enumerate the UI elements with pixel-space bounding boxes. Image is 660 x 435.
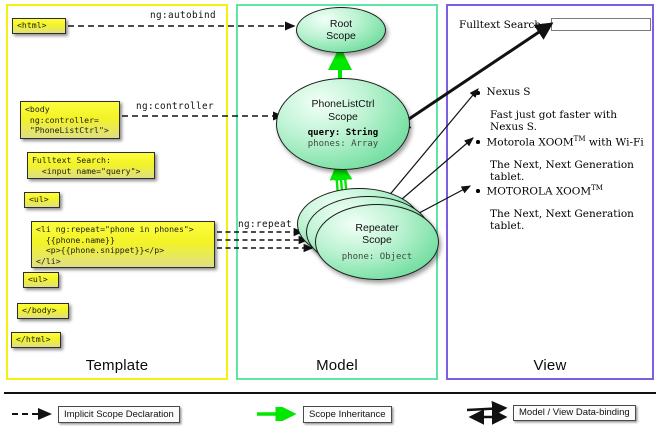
dashed-arrow-icon	[12, 408, 52, 421]
phone-name: Nexus S	[486, 86, 531, 98]
code-box-ul-open: <ul>	[24, 192, 60, 208]
bidirectional-arrow-icon	[466, 401, 508, 425]
scope-phonelistctrl: PhoneListCtrl Scope query: String phones…	[276, 78, 410, 170]
phone-snippet: The Next, Next Generation tablet.	[490, 159, 634, 183]
phone-snippet: Fast just got faster with Nexus S.	[490, 109, 617, 133]
trademark-icon: TM	[591, 184, 603, 192]
code-box-ul-close: <ul>	[23, 272, 59, 288]
list-item: Motorola XOOMTM with Wi-Fi	[476, 135, 644, 149]
scope-repeater: Repeater Scope phone: Object	[315, 204, 439, 280]
legend-item-model-view-data-binding: Model / View Data-binding	[465, 401, 636, 425]
view-search-label: Fulltext Search:	[459, 18, 545, 31]
edge-label-ng-autobind: ng:autobind	[150, 10, 216, 21]
legend: Implicit Scope Declaration Scope Inherit…	[0, 398, 660, 435]
code-box-body-open: <body ng:controller= "PhoneListCtrl">	[20, 101, 120, 139]
code-box-html-close: </html>	[11, 332, 61, 348]
code-box-body-close: </body>	[17, 303, 69, 319]
bullet-icon	[476, 91, 480, 95]
green-arrow-icon	[257, 407, 297, 422]
legend-label: Implicit Scope Declaration	[58, 406, 180, 423]
scope-properties: query: String phones: Array	[307, 128, 379, 149]
phone-snippet: The Next, Next Generation tablet.	[490, 208, 634, 232]
list-item: Nexus S	[476, 86, 531, 98]
legend-label: Model / View Data-binding	[513, 404, 636, 422]
scope-title: Root Scope	[326, 17, 356, 43]
scope-title: Repeater Scope	[355, 221, 399, 247]
scope-root: Root Scope	[296, 7, 386, 53]
bullet-icon	[476, 189, 480, 193]
legend-item-implicit-scope-declaration: Implicit Scope Declaration	[10, 406, 180, 423]
scope-properties: phone: Object	[341, 251, 413, 262]
phone-name: MOTOROLA XOOMTM	[486, 184, 603, 198]
list-item: MOTOROLA XOOMTM	[476, 184, 603, 198]
code-box-li-repeat: <li ng:repeat="phone in phones"> {{phone…	[31, 221, 215, 268]
bullet-icon	[476, 140, 480, 144]
legend-label: Scope Inheritance	[303, 406, 392, 423]
view-content: Fulltext Search: Nexus S Fast just got f…	[448, 6, 652, 378]
column-label-view: View	[533, 357, 567, 374]
legend-item-scope-inheritance: Scope Inheritance	[255, 406, 392, 423]
column-view: Fulltext Search: Nexus S Fast just got f…	[446, 4, 654, 380]
trademark-icon: TM	[573, 135, 586, 143]
code-box-fulltext-search: Fulltext Search: <input name="query">	[27, 152, 155, 179]
phone-name: Motorola XOOMTM with Wi-Fi	[486, 135, 644, 149]
legend-divider	[4, 392, 656, 394]
edge-label-ng-repeat: ng:repeat	[238, 219, 292, 230]
code-box-html-open: <html>	[12, 18, 66, 34]
scope-title: PhoneListCtrl Scope	[311, 98, 375, 123]
edge-label-ng-controller: ng:controller	[136, 101, 214, 112]
fulltext-search-input[interactable]	[550, 18, 651, 31]
view-search-row: Fulltext Search:	[459, 18, 651, 31]
column-label-model: Model	[316, 357, 358, 374]
column-label-template: Template	[85, 357, 149, 374]
